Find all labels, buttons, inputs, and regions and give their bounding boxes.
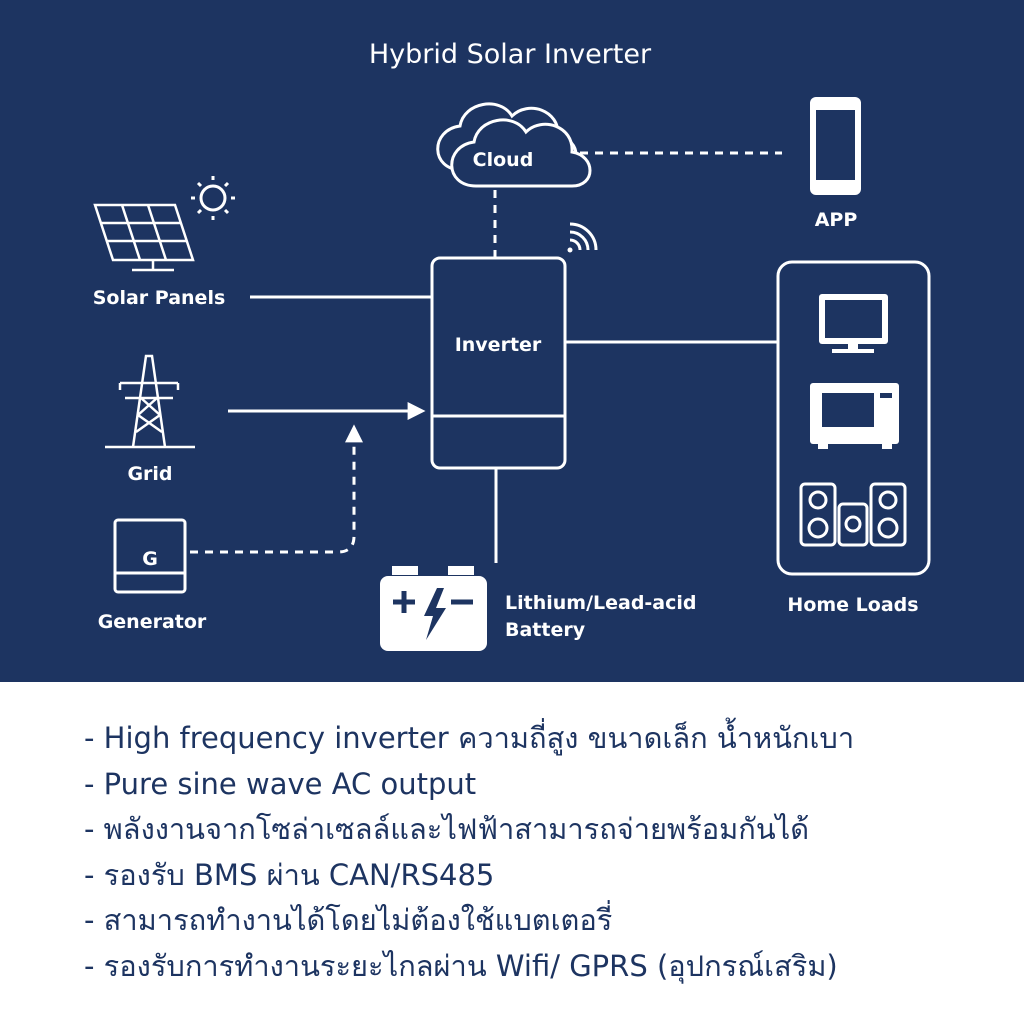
tv-icon	[819, 294, 888, 353]
inverter-label: Inverter	[455, 334, 542, 356]
battery-node: Lithium/Lead-acid Battery	[380, 566, 697, 651]
feature-item: - รองรับ BMS ผ่าน CAN/RS485	[84, 857, 495, 892]
inverter-node: Inverter	[430, 256, 567, 470]
feature-item: - Pure sine wave AC output	[84, 766, 477, 801]
feature-list: - High frequency inverter ความถี่สูง ขนา…	[84, 716, 1004, 989]
app-node: APP	[810, 97, 861, 231]
sun-icon	[191, 176, 235, 220]
solar-panel-icon	[93, 203, 195, 272]
grid-label: Grid	[127, 463, 172, 485]
feature-item: - พลังงานจากโซล่าเซลล์และไฟฟ้าสามารถจ่าย…	[84, 812, 810, 846]
home-loads-box	[776, 260, 931, 576]
connections	[190, 151, 782, 563]
feature-item: - สามารถทำงานได้โดยไม่ต้องใช้แบตเตอรี่	[84, 903, 613, 937]
diagram-title: Hybrid Solar Inverter	[369, 39, 652, 70]
cloud-label: Cloud	[473, 149, 534, 171]
diagram-panel: Hybrid Solar Inverter Cloud	[0, 0, 1024, 682]
generator-node: G Generator	[98, 518, 207, 633]
transmission-tower-icon	[105, 354, 195, 449]
generator-icon	[113, 518, 187, 594]
solar-panels-label: Solar Panels	[93, 287, 226, 309]
system-diagram: Hybrid Solar Inverter Cloud	[93, 39, 931, 651]
generator-letter: G	[142, 548, 158, 570]
phone-screen	[816, 110, 855, 180]
home-loads-label: Home Loads	[787, 594, 918, 616]
battery-label-line2: Battery	[505, 619, 586, 641]
generator-label: Generator	[98, 611, 207, 633]
inverter-box	[430, 256, 567, 470]
cloud-node: Cloud	[436, 102, 592, 188]
speaker-icon	[799, 482, 907, 547]
microwave-icon	[810, 383, 899, 449]
app-label: APP	[815, 209, 858, 231]
feature-item: - รองรับการทำงานระยะไกลผ่าน Wifi/ GPRS (…	[84, 948, 838, 983]
wifi-icon	[567, 222, 598, 253]
feature-item: - High frequency inverter ความถี่สูง ขนา…	[84, 721, 855, 755]
home-loads-node: Home Loads	[776, 260, 931, 616]
battery-label: Lithium/Lead-acid	[505, 592, 697, 614]
generator-link-arrow	[190, 424, 363, 554]
